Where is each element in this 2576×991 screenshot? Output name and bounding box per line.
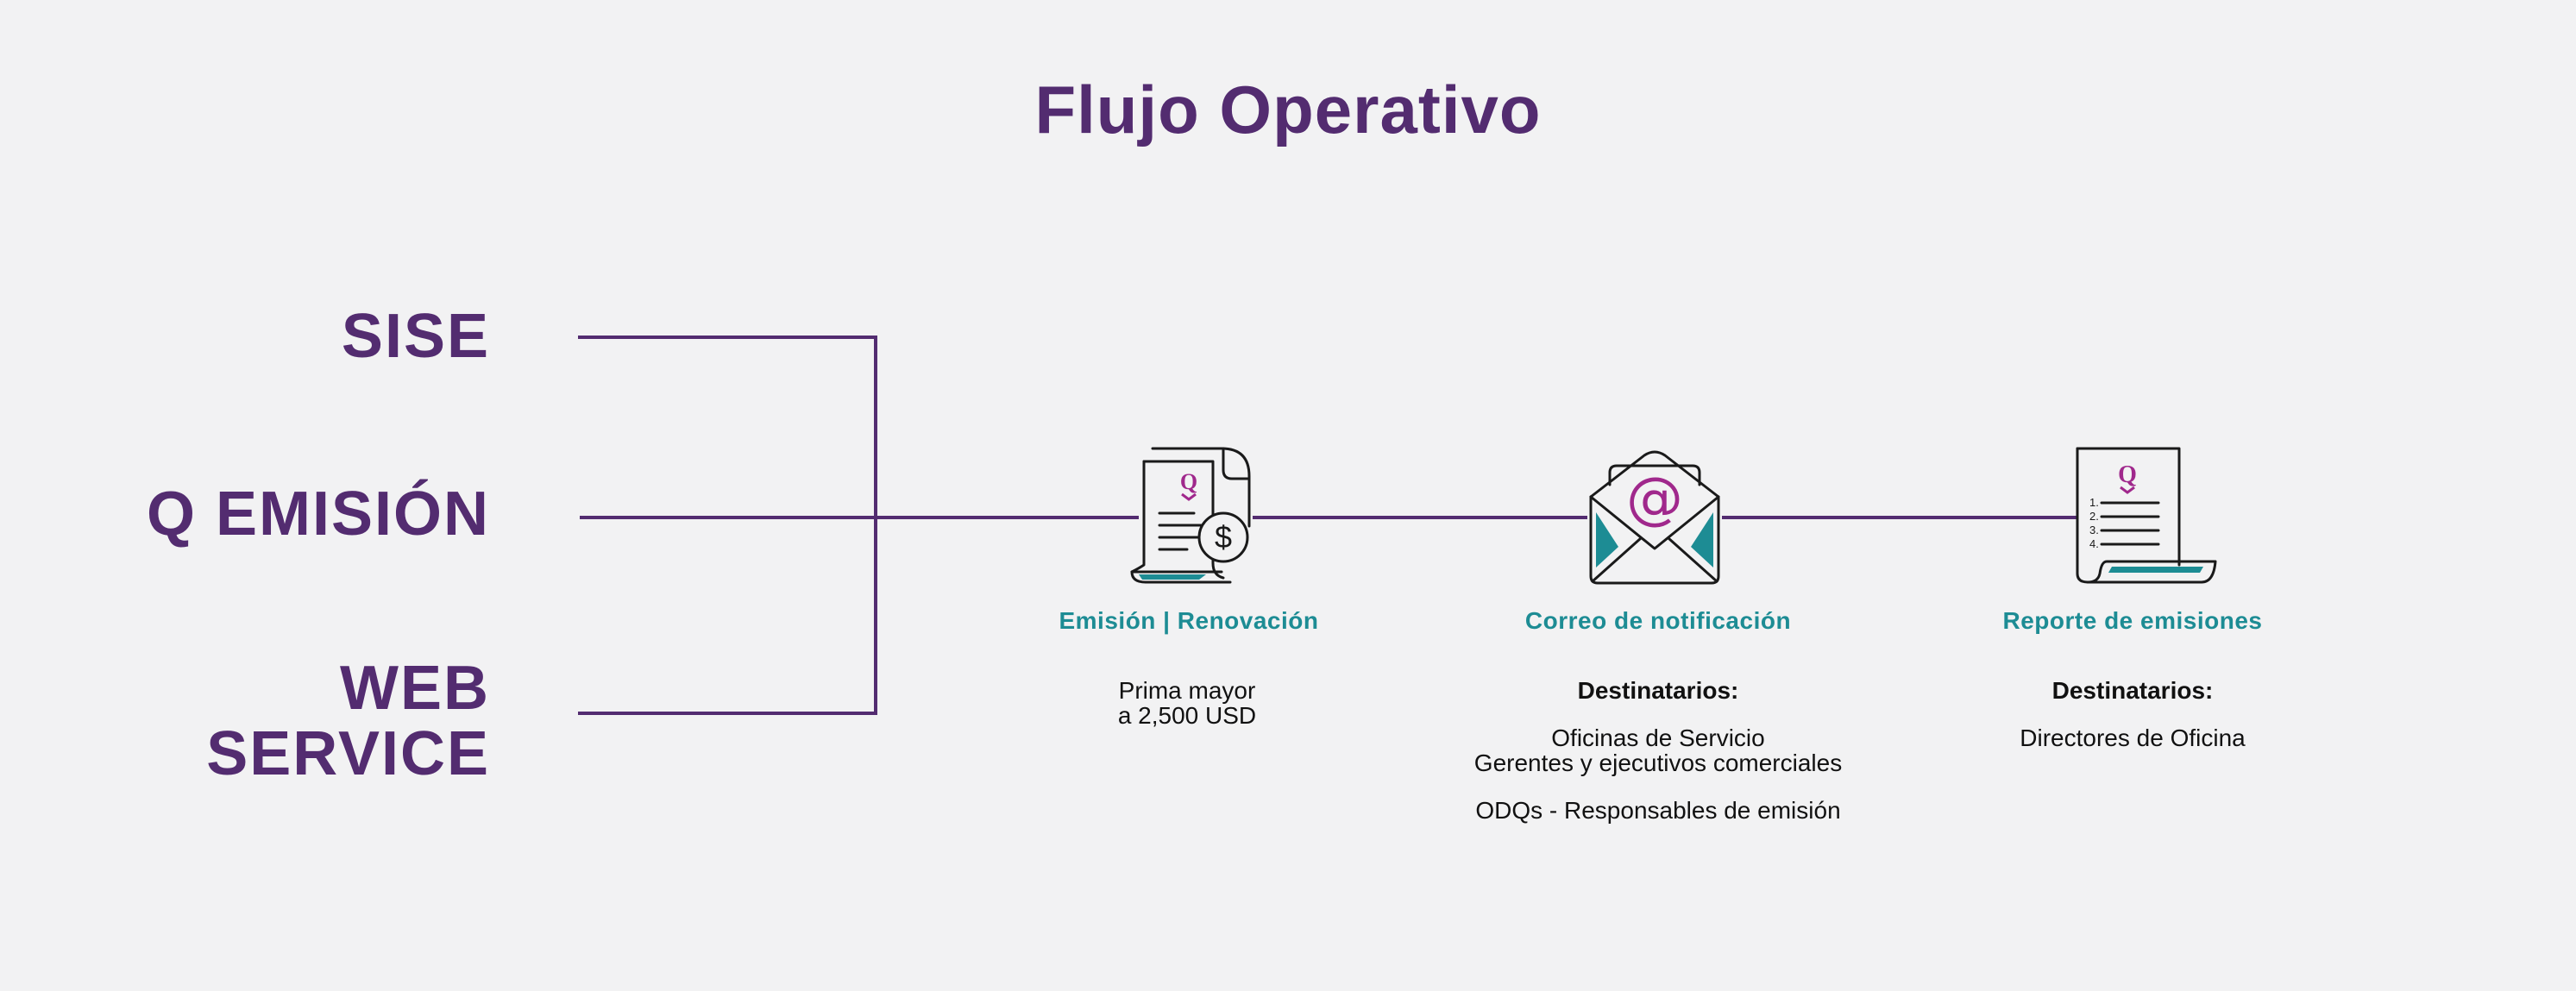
svg-text:3.: 3. — [2089, 524, 2099, 536]
stage-criteria-emision: Prima mayor a 2,500 USD — [946, 678, 1429, 728]
svg-text:Q: Q — [2118, 461, 2137, 488]
page-title: Flujo Operativo — [1034, 72, 1542, 147]
recipient-line: Gerentes y ejecutivos comerciales — [1473, 750, 1843, 776]
recipients-label: Destinatarios: — [2051, 677, 2214, 704]
criteria-line: a 2,500 USD — [1117, 702, 1257, 729]
svg-text:1.: 1. — [2089, 496, 2099, 509]
stage-title-reporte: Reporte de emisiones — [2002, 607, 2263, 634]
stage-title-emision: Emisión | Renovación — [1059, 607, 1319, 634]
svg-text:4.: 4. — [2089, 537, 2099, 550]
recipients-label: Destinatarios: — [1577, 677, 1739, 704]
source-label-sise: SISE — [341, 302, 490, 371]
report-list-icon: 1. 2. 3. 4. Q — [2076, 447, 2217, 584]
criteria-line: Prima mayor — [1118, 677, 1256, 704]
svg-text:@: @ — [1626, 465, 1683, 531]
recipient-line: Oficinas de Servicio — [1551, 724, 1765, 751]
recipient-line: ODQs - Responsables de emisión — [1475, 797, 1841, 824]
stage-recipients-correo: Destinatarios: Oficinas de Servicio Gere… — [1417, 678, 1900, 823]
svg-text:Q: Q — [1180, 469, 1197, 494]
email-notification-icon: @ — [1589, 450, 1720, 585]
svg-text:2.: 2. — [2089, 510, 2099, 523]
stage-title-correo: Correo de notificación — [1524, 607, 1792, 634]
svg-text:$: $ — [1215, 519, 1232, 555]
invoice-dollar-icon: $ Q — [1130, 447, 1251, 584]
source-label-q-emision: Q EMISIÓN — [146, 480, 490, 549]
stage-recipients-reporte: Destinatarios: Directores de Oficina — [1891, 678, 2374, 750]
recipient-line: Directores de Oficina — [2020, 724, 2246, 751]
